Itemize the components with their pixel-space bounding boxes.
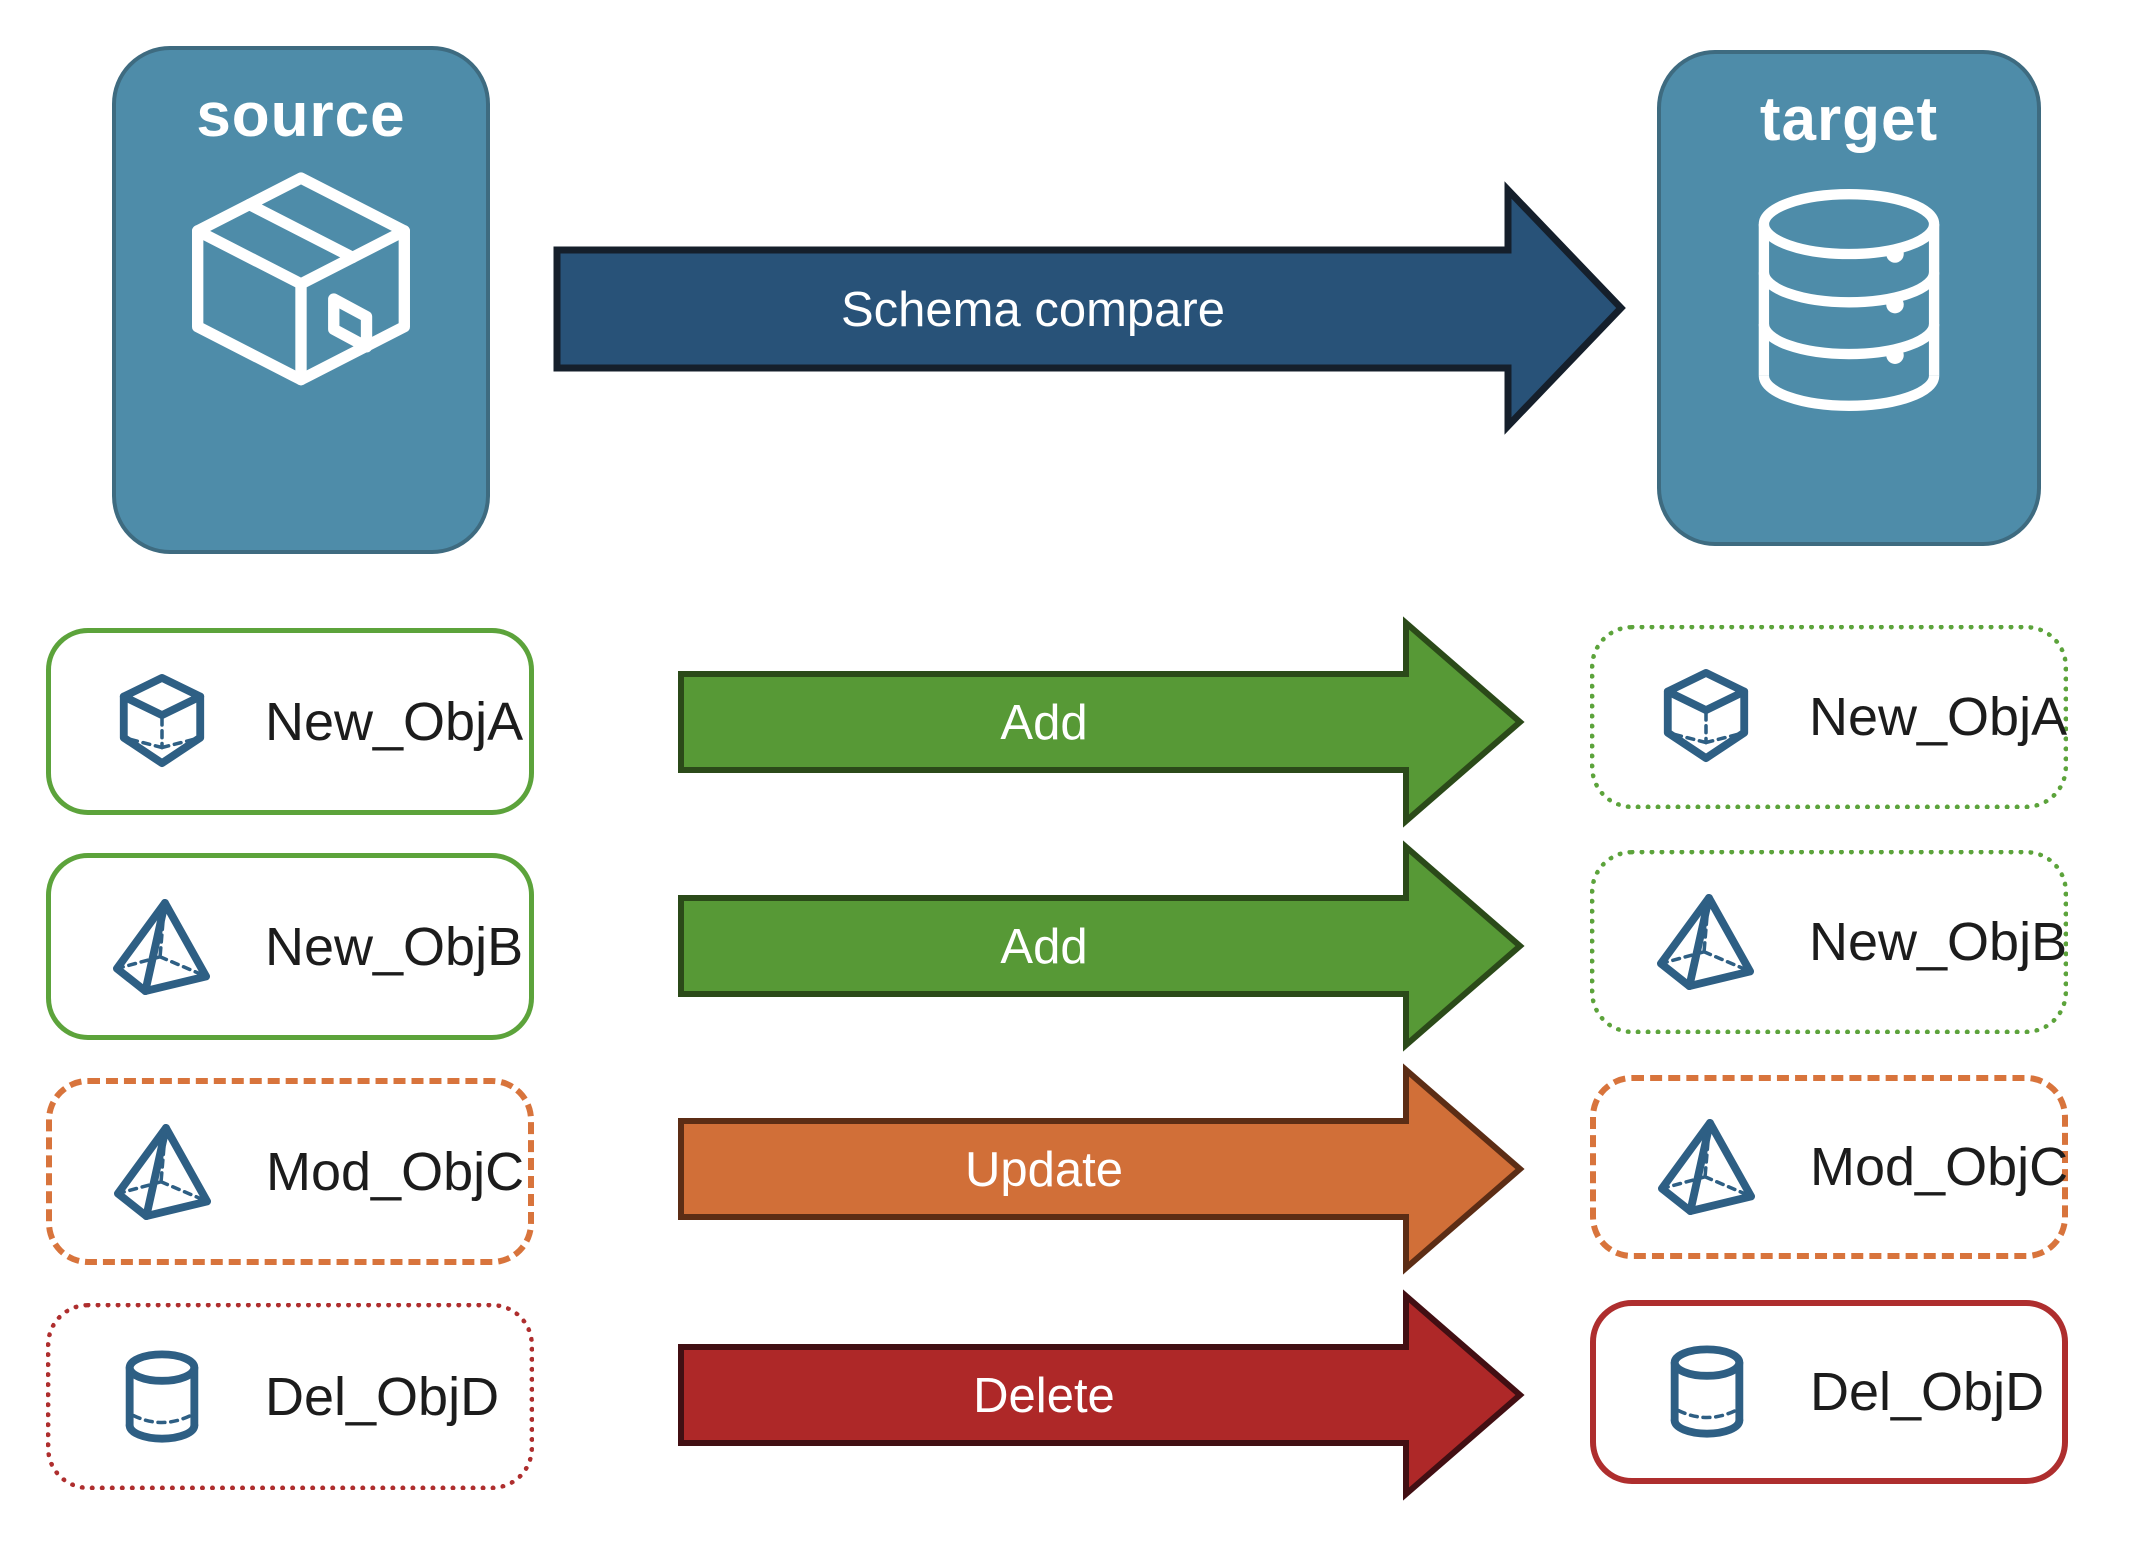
package-box-icon [175, 165, 427, 433]
source-object-new-obja: New_ObjA [46, 628, 534, 815]
delete-arrow-label: Delete [973, 1369, 1115, 1423]
target-object-new-obja: New_ObjA [1590, 625, 2068, 809]
add-arrow-label: Add [1000, 920, 1087, 974]
database-icon [1734, 169, 1964, 431]
schema-compare-arrow: Schema compare [553, 181, 1626, 435]
object-label: Mod_ObjC [266, 1141, 525, 1202]
pyramid-icon [113, 898, 211, 996]
object-label: Del_ObjD [1810, 1362, 2045, 1422]
target-node: target [1657, 50, 2041, 546]
update-arrow-label: Update [965, 1143, 1123, 1197]
update-arrow: Update [678, 1063, 1525, 1275]
delete-arrow: Delete [678, 1289, 1525, 1501]
object-label: New_ObjA [265, 691, 524, 752]
object-label: New_ObjB [1809, 912, 2068, 972]
cylinder-icon [113, 1348, 211, 1446]
add-arrow-2: Add [678, 840, 1525, 1052]
source-object-new-objb: New_ObjB [46, 853, 534, 1040]
cylinder-icon [1658, 1343, 1756, 1441]
source-node: source [112, 46, 490, 554]
source-object-del-objd: Del_ObjD [46, 1303, 534, 1490]
pyramid-icon [1657, 893, 1755, 991]
cube-icon [1657, 668, 1755, 766]
pyramid-icon [114, 1123, 212, 1221]
cube-icon [113, 673, 211, 771]
target-title: target [1759, 85, 1939, 154]
add-arrow-1: Add [678, 616, 1525, 828]
target-object-mod-objc: Mod_ObjC [1590, 1075, 2068, 1259]
add-arrow-label: Add [1000, 696, 1087, 750]
object-label: New_ObjB [265, 916, 524, 977]
source-title: source [196, 81, 406, 150]
target-object-new-objb: New_ObjB [1590, 850, 2068, 1034]
source-object-mod-objc: Mod_ObjC [46, 1078, 534, 1265]
schema-compare-label: Schema compare [841, 283, 1225, 337]
target-object-del-objd: Del_ObjD [1590, 1300, 2068, 1484]
object-label: Mod_ObjC [1810, 1137, 2069, 1197]
object-label: Del_ObjD [265, 1366, 500, 1427]
object-label: New_ObjA [1809, 687, 2068, 747]
pyramid-icon [1658, 1118, 1756, 1216]
